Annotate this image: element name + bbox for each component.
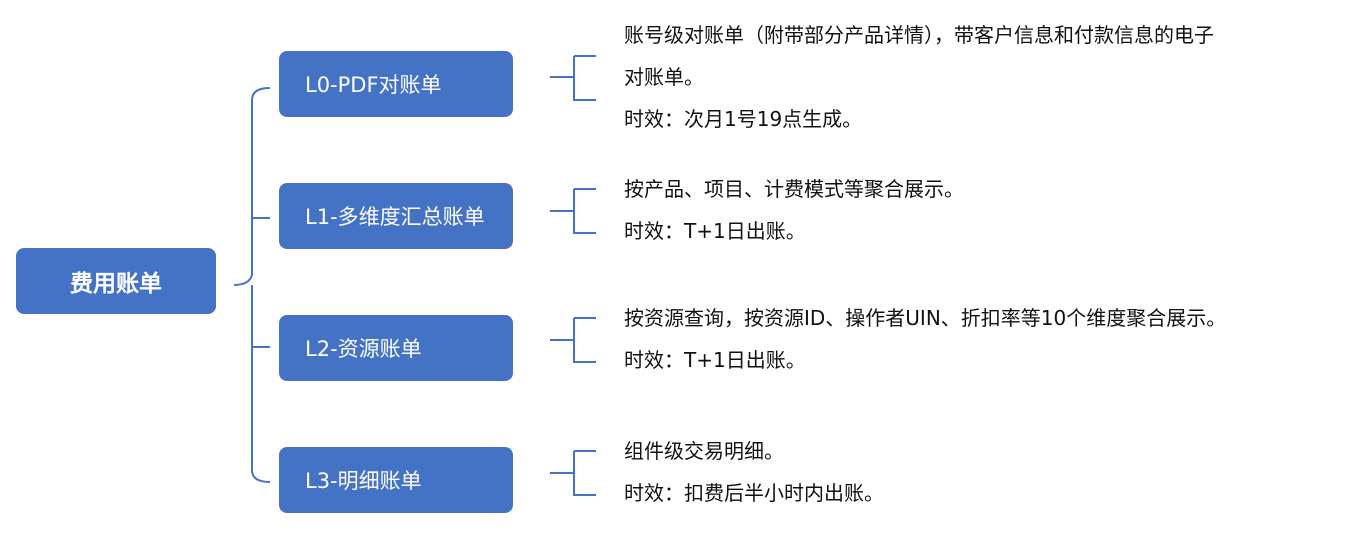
description-l2: 按资源查询，按资源ID、操作者UIN、折扣率等10个维度聚合展示。 时效：T+1… <box>624 297 1226 381</box>
description-l0: 账号级对账单（附带部分产品详情），带客户信息和付款信息的电子 对账单。 时效：次… <box>624 14 1214 140</box>
description-line: 组件级交易明细。 <box>624 439 784 463</box>
level-label: L0-PDF对账单 <box>305 73 442 97</box>
root-bracket-bottom <box>251 285 271 483</box>
description-line: 对账单。 <box>624 65 704 89</box>
l1-bracket <box>550 188 596 234</box>
description-line: 时效：T+1日出账。 <box>624 219 806 243</box>
description-line: 按产品、项目、计费模式等聚合展示。 <box>624 177 964 201</box>
root-label: 费用账单 <box>70 271 162 297</box>
description-line: 时效：次月1号19点生成。 <box>624 107 863 131</box>
level-node-l1: L1-多维度汇总账单 <box>279 183 513 249</box>
root-node: 费用账单 <box>16 248 216 314</box>
level-node-l2: L2-资源账单 <box>279 315 513 381</box>
description-line: 按资源查询，按资源ID、操作者UIN、折扣率等10个维度聚合展示。 <box>624 306 1227 330</box>
l3-bracket <box>550 450 596 496</box>
description-l3: 组件级交易明细。 时效：扣费后半小时内出账。 <box>624 430 884 514</box>
description-line: 时效：扣费后半小时内出账。 <box>624 481 884 505</box>
description-line: 时效：T+1日出账。 <box>624 348 806 372</box>
level-node-l0: L0-PDF对账单 <box>279 51 513 117</box>
l0-bracket <box>550 55 596 101</box>
level-label: L2-资源账单 <box>305 337 422 361</box>
description-line: 账号级对账单（附带部分产品详情），带客户信息和付款信息的电子 <box>624 23 1214 47</box>
l2-bracket <box>550 317 596 363</box>
root-bracket <box>233 87 271 286</box>
description-l1: 按产品、项目、计费模式等聚合展示。 时效：T+1日出账。 <box>624 168 964 252</box>
level-label: L3-明细账单 <box>305 469 422 493</box>
level-node-l3: L3-明细账单 <box>279 447 513 513</box>
level-label: L1-多维度汇总账单 <box>305 205 485 229</box>
